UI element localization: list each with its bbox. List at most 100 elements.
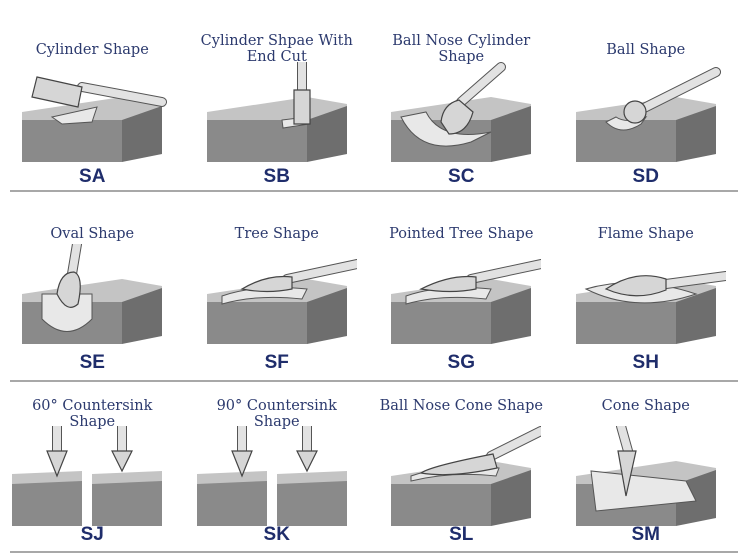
workpiece-front [575, 302, 676, 344]
burr-illustration [391, 259, 541, 344]
burr-head [292, 89, 311, 125]
burr-illustration [206, 62, 347, 162]
machined-groove [221, 287, 308, 305]
workpiece-left [196, 478, 267, 526]
workpiece-front [575, 120, 676, 162]
machined-groove [50, 106, 98, 125]
shape-code: SJ [80, 524, 104, 545]
shape-title: Cylinder Shpae With End Cut [200, 33, 353, 65]
workpiece-side [122, 106, 162, 162]
workpiece-right [276, 478, 347, 526]
shape-title: 90° Countersink Shape [216, 398, 337, 430]
workpiece-front [22, 120, 122, 162]
row-divider [10, 190, 738, 192]
machined-groove [405, 287, 492, 305]
workpiece-side [491, 106, 531, 162]
burr-head [46, 450, 68, 478]
shape-code: SD [632, 166, 659, 187]
burr-illustration [206, 259, 357, 344]
shape-code: SF [264, 352, 289, 373]
shank [282, 260, 357, 283]
burr-illustration [391, 62, 531, 162]
shank [616, 426, 632, 455]
burr-head [230, 450, 253, 478]
machined-groove [41, 293, 93, 332]
shank [661, 272, 726, 288]
shape-title: Oval Shape [50, 226, 135, 242]
burr-head [31, 76, 83, 108]
workpiece-side [675, 288, 716, 344]
burr-illustration [575, 67, 721, 162]
burr-head [111, 450, 133, 473]
shape-code: SA [79, 166, 106, 187]
shank [631, 68, 720, 116]
burr-illustration [12, 426, 162, 526]
shape-code: SM [631, 524, 661, 545]
shape-code: SB [263, 166, 290, 187]
shape-code: SE [79, 352, 105, 373]
burr-illustration [22, 244, 162, 344]
burr-head [616, 450, 637, 497]
workpiece-side [491, 470, 531, 526]
shank [467, 260, 541, 283]
shape-title: Cone Shape [601, 398, 690, 414]
burr-illustration [575, 426, 716, 526]
shape-code: SC [448, 166, 475, 187]
workpiece-front [391, 302, 491, 344]
shape-code: SL [449, 524, 474, 545]
workpiece-side [491, 288, 531, 344]
burr-head [440, 99, 474, 135]
row-divider [10, 551, 738, 553]
shape-title: Ball Nose Cone Shape [379, 398, 543, 414]
burr-head [419, 275, 477, 293]
shape-title: 60° Countersink Shape [32, 398, 153, 430]
burr-illustration [196, 426, 347, 526]
shank [68, 244, 81, 278]
workpiece-side [675, 106, 716, 162]
burr-head [56, 271, 81, 308]
workpiece-side [122, 288, 162, 344]
burr-illustration [575, 271, 726, 344]
workpiece-right-top [276, 471, 347, 484]
workpiece-left [12, 478, 82, 526]
workpiece-side [306, 288, 347, 344]
row-divider [10, 380, 738, 382]
burr-head [622, 100, 647, 124]
burr-head [239, 275, 293, 293]
workpiece-left-top [196, 471, 267, 484]
shank [457, 63, 505, 106]
machined-groove [589, 470, 697, 512]
shape-title: Pointed Tree Shape [389, 226, 534, 242]
burr-illustration [391, 426, 541, 526]
shape-code: SG [447, 352, 475, 373]
burr-illustration [22, 76, 167, 162]
workpiece-left-top [12, 471, 82, 484]
burr-head [295, 450, 318, 473]
workpiece-side [306, 106, 347, 162]
machined-groove [400, 111, 492, 147]
workpiece-front [206, 120, 307, 162]
workpiece-right [92, 478, 162, 526]
shape-title: Cylinder Shape [35, 42, 149, 58]
burr-head [419, 453, 498, 476]
workpiece-right-top [92, 471, 162, 484]
workpiece-front [206, 302, 307, 344]
shape-title: Ball Shape [606, 42, 686, 58]
shape-code: SH [632, 352, 659, 373]
shape-title: Flame Shape [597, 226, 694, 242]
